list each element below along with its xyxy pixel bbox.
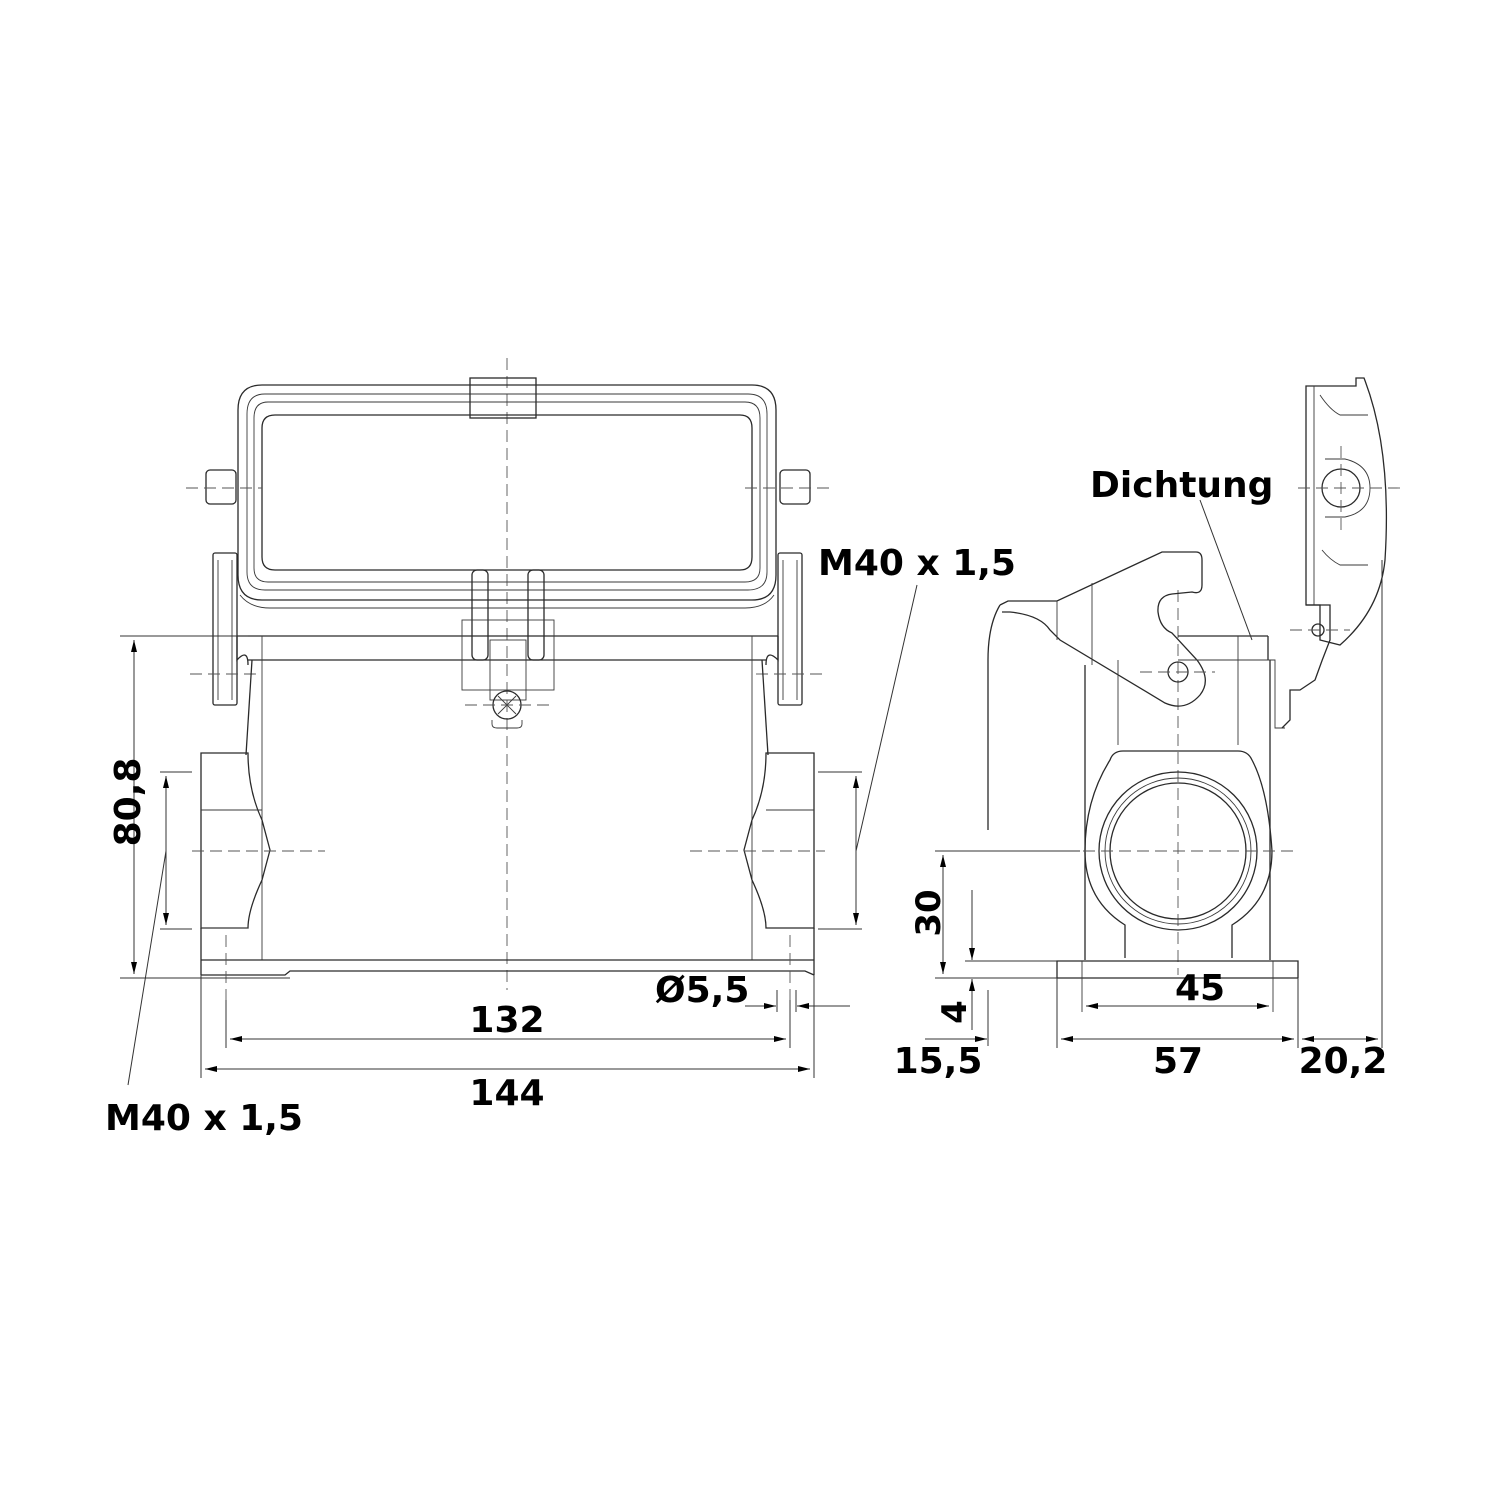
side-view: Dichtung 30 4 45 15,5 (894, 377, 1400, 1082)
label-left-offset: 15,5 (894, 1041, 983, 1082)
dim-thread-right: M40 x 1,5 (818, 543, 1016, 930)
lever-side (987, 551, 1215, 830)
side-cams (190, 552, 822, 706)
dim-chain-bottom: 15,5 57 20,2 (894, 978, 1388, 1082)
label-seal: Dichtung (1090, 465, 1273, 641)
label-thread-center-height: 30 (909, 889, 949, 936)
dim-base-thickness: 4 (935, 890, 1057, 1030)
label-bolt-spacing: 132 (469, 1000, 544, 1041)
front-view: 80,8 M40 x 1,5 M40 x 1,5 132 (105, 358, 1016, 1139)
dim-bolt-spacing: 132 (225, 1000, 791, 1048)
label-right-offset: 20,2 (1299, 1041, 1388, 1082)
housing-side (1084, 635, 1285, 960)
label-hole-diameter: Ø5,5 (655, 970, 749, 1011)
label-height-total: 80,8 (108, 758, 149, 847)
cable-entry-side (1065, 750, 1298, 958)
dim-width-total: 144 (200, 975, 815, 1114)
base-side (1056, 960, 1299, 1012)
dim-thread-left: M40 x 1,5 (105, 771, 303, 1139)
seal-label-text: Dichtung (1090, 465, 1273, 506)
label-thread-right: M40 x 1,5 (818, 543, 1016, 584)
dim-hole-diameter: Ø5,5 (655, 970, 850, 1012)
label-inner-width: 45 (1175, 968, 1225, 1009)
dim-height-total: 80,8 (108, 635, 290, 979)
dim-thread-center-height: 30 (909, 850, 1080, 979)
dim-inner-width: 45 (1086, 968, 1269, 1009)
label-base-thickness: 4 (935, 1000, 975, 1024)
locking-lever (186, 377, 830, 609)
label-thread-left: M40 x 1,5 (105, 1098, 303, 1139)
pin-right (779, 469, 811, 505)
center-latch (461, 569, 555, 729)
hood-cover-open (1281, 377, 1400, 1048)
label-width-total: 144 (469, 1073, 544, 1114)
housing-body (192, 635, 825, 1000)
label-base-width: 57 (1153, 1041, 1203, 1082)
lever-top-clip (469, 377, 537, 419)
pin-left (205, 469, 237, 505)
